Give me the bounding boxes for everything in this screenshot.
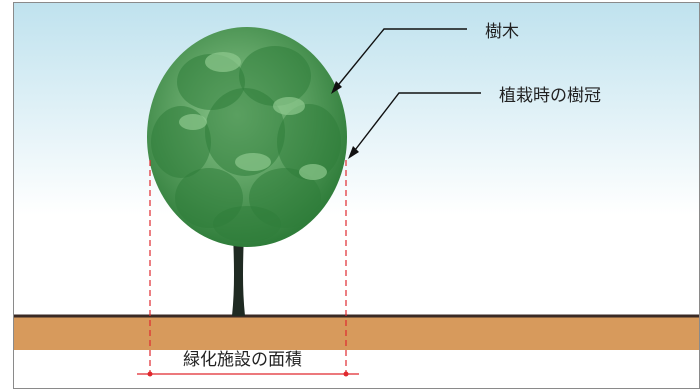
tree-crown xyxy=(147,27,347,247)
dimension-right-dot xyxy=(343,371,349,377)
tree-leader-line xyxy=(334,28,467,90)
crown-leader-arrow xyxy=(348,146,359,159)
tree-diagram xyxy=(13,2,700,389)
crown-leader-line xyxy=(351,92,481,155)
ground-soil xyxy=(13,316,700,350)
tree-leader-arrow xyxy=(331,81,342,94)
greening-area-label: 緑化施設の面積 xyxy=(183,350,302,370)
crown-at-planting-label: 植栽時の樹冠 xyxy=(499,86,601,106)
tree-label: 樹木 xyxy=(485,22,519,42)
diagram-frame: 樹木 植栽時の樹冠 緑化施設の面積 xyxy=(13,2,700,389)
dimension-left-dot xyxy=(147,371,153,377)
tree-trunk xyxy=(232,232,245,316)
